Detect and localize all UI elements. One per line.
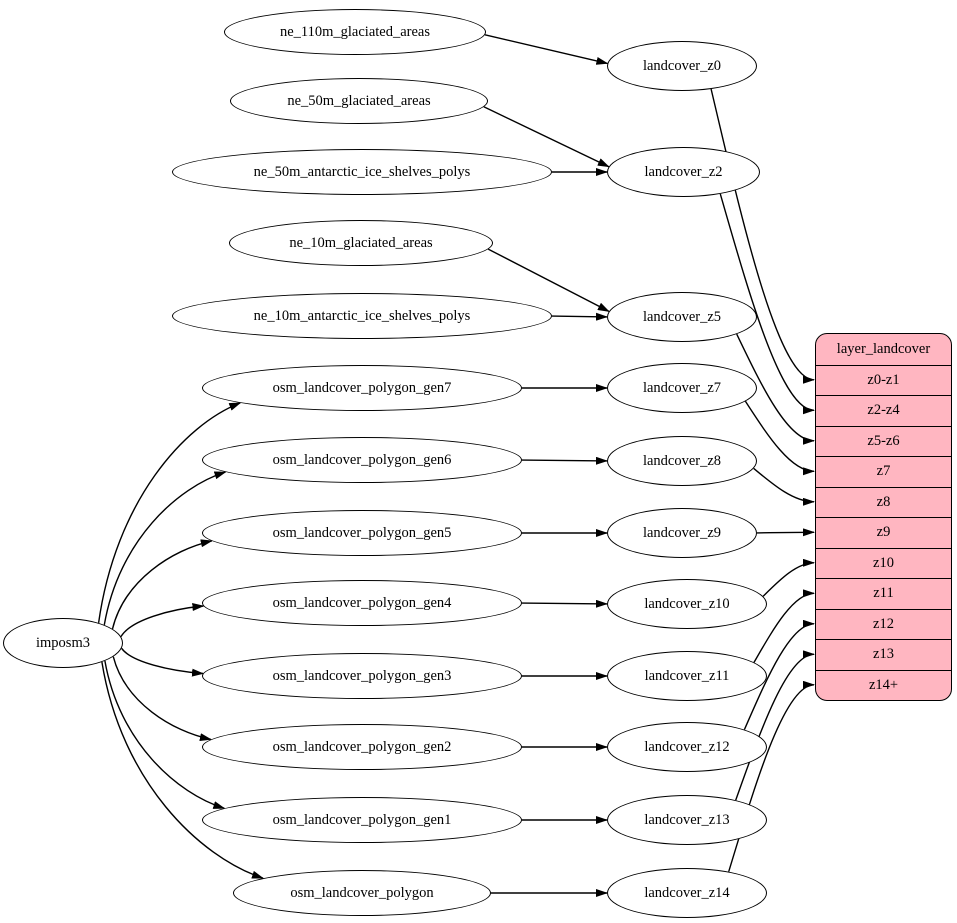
table-row-z5-z6: z5-z6 — [816, 425, 951, 457]
node-label: ne_50m_antarctic_ice_shelves_polys — [253, 163, 471, 180]
edge-landcover_z9-to-row-5 — [756, 528, 815, 537]
node-label: osm_landcover_polygon_gen4 — [272, 594, 452, 611]
node-label: landcover_z5 — [642, 308, 722, 325]
table-row-z12: z12 — [816, 608, 951, 640]
node-label: landcover_z8 — [642, 452, 722, 469]
edge-landcover_z8-to-row-4 — [753, 467, 815, 506]
node-label: osm_landcover_polygon_gen1 — [272, 811, 452, 828]
table-row-z13: z13 — [816, 639, 951, 670]
table-title: layer_landcover — [836, 340, 931, 357]
table-row-z10: z10 — [816, 547, 951, 579]
graph-node-landcover-z14: landcover_z14 — [607, 868, 767, 918]
table-row-z9: z9 — [816, 517, 951, 548]
table-row-z8: z8 — [816, 486, 951, 518]
edge-imposm3-to-osm_landcover_polygon_gen3 — [121, 647, 204, 677]
node-label: landcover_z9 — [642, 524, 722, 541]
edge-imposm3-to-osm_landcover_polygon_gen2 — [112, 656, 212, 742]
table-row-z14plus: z14+ — [816, 669, 951, 701]
edge-imposm3-to-osm_landcover_polygon_gen1 — [104, 660, 226, 809]
node-label: osm_landcover_polygon_gen3 — [272, 667, 452, 684]
node-label: landcover_z0 — [642, 57, 722, 74]
node-label: landcover_z12 — [644, 738, 730, 755]
graph-node-osm-landcover-polygon-gen5: osm_landcover_polygon_gen5 — [202, 510, 522, 556]
node-label: landcover_z14 — [644, 884, 730, 901]
layer-landcover-table: layer_landcover z0-z1 z2-z4 z5-z6 z7 z8 … — [815, 333, 952, 701]
edge-osm_landcover_polygon_gen4-to-landcover_z10 — [521, 599, 608, 608]
graph-node-landcover-z8: landcover_z8 — [607, 436, 757, 486]
node-label: ne_10m_antarctic_ice_shelves_polys — [253, 307, 471, 324]
graph-node-osm-landcover-polygon-gen6: osm_landcover_polygon_gen6 — [202, 437, 522, 483]
node-label: ne_110m_glaciated_areas — [279, 23, 431, 40]
edge-ne_10m_antarctic_ice_shelves_polys-to-landcover_z5 — [551, 312, 608, 321]
table-row-z7: z7 — [816, 456, 951, 487]
graph-node-ne-50m-antarctic-ice-shelves-polys: ne_50m_antarctic_ice_shelves_polys — [172, 149, 552, 195]
graph-node-imposm3: imposm3 — [3, 618, 123, 668]
graph-node-landcover-z2: landcover_z2 — [607, 147, 760, 197]
node-label: osm_landcover_polygon_gen2 — [272, 738, 452, 755]
node-label: landcover_z10 — [644, 595, 730, 612]
node-label: ne_10m_glaciated_areas — [289, 234, 433, 251]
node-label: osm_landcover_polygon_gen7 — [272, 379, 452, 396]
node-label: landcover_z2 — [644, 163, 723, 180]
graph-node-landcover-z5: landcover_z5 — [607, 292, 757, 342]
graph-node-osm-landcover-polygon-gen1: osm_landcover_polygon_gen1 — [202, 797, 522, 843]
graph-node-landcover-z13: landcover_z13 — [607, 795, 767, 845]
edge-ne_110m_glaciated_areas-to-landcover_z0 — [484, 34, 609, 65]
graph-node-landcover-z10: landcover_z10 — [607, 579, 767, 629]
table-row-z11: z11 — [816, 578, 951, 609]
edge-imposm3-to-osm_landcover_polygon — [101, 661, 264, 879]
table-row-z0-z1: z0-z1 — [816, 364, 951, 396]
graph-node-landcover-z7: landcover_z7 — [607, 363, 757, 413]
edge-landcover_z10-to-row-6 — [762, 558, 815, 597]
node-label: osm_landcover_polygon_gen5 — [272, 524, 452, 541]
node-label: landcover_z11 — [644, 667, 730, 684]
graph-node-ne-10m-antarctic-ice-shelves-polys: ne_10m_antarctic_ice_shelves_polys — [172, 293, 552, 339]
graph-node-osm-landcover-polygon-gen4: osm_landcover_polygon_gen4 — [202, 580, 522, 626]
edge-osm_landcover_polygon_gen6-to-landcover_z8 — [521, 456, 608, 465]
node-label: imposm3 — [36, 634, 90, 651]
graph-node-ne-50m-glaciated-areas: ne_50m_glaciated_areas — [230, 78, 488, 124]
node-label: landcover_z7 — [642, 379, 722, 396]
graph-node-ne-10m-glaciated-areas: ne_10m_glaciated_areas — [229, 220, 493, 266]
node-label: ne_50m_glaciated_areas — [287, 92, 431, 109]
edge-imposm3-to-osm_landcover_polygon_gen7 — [97, 402, 242, 623]
edge-imposm3-to-osm_landcover_polygon_gen5 — [111, 539, 213, 630]
graph-node-ne-110m-glaciated-areas: ne_110m_glaciated_areas — [224, 9, 486, 55]
node-label: landcover_z13 — [644, 811, 730, 828]
graph-node-osm-landcover-polygon-gen3: osm_landcover_polygon_gen3 — [202, 653, 522, 699]
node-label: osm_landcover_polygon — [290, 884, 434, 901]
graph-node-landcover-z12: landcover_z12 — [607, 722, 767, 772]
graph-node-landcover-z9: landcover_z9 — [607, 508, 757, 558]
graph-node-osm-landcover-polygon-gen2: osm_landcover_polygon_gen2 — [202, 724, 522, 770]
edge-landcover_z14-to-row-10 — [728, 680, 815, 872]
graph-node-osm-landcover-polygon-gen7: osm_landcover_polygon_gen7 — [202, 365, 522, 411]
graph-node-landcover-z0: landcover_z0 — [607, 41, 757, 91]
node-label: osm_landcover_polygon_gen6 — [272, 451, 452, 468]
edge-imposm3-to-osm_landcover_polygon_gen4 — [120, 603, 205, 637]
graph-node-landcover-z11: landcover_z11 — [607, 651, 767, 701]
graph-node-osm-landcover-polygon: osm_landcover_polygon — [233, 870, 491, 916]
table-row-z2-z4: z2-z4 — [816, 395, 951, 426]
